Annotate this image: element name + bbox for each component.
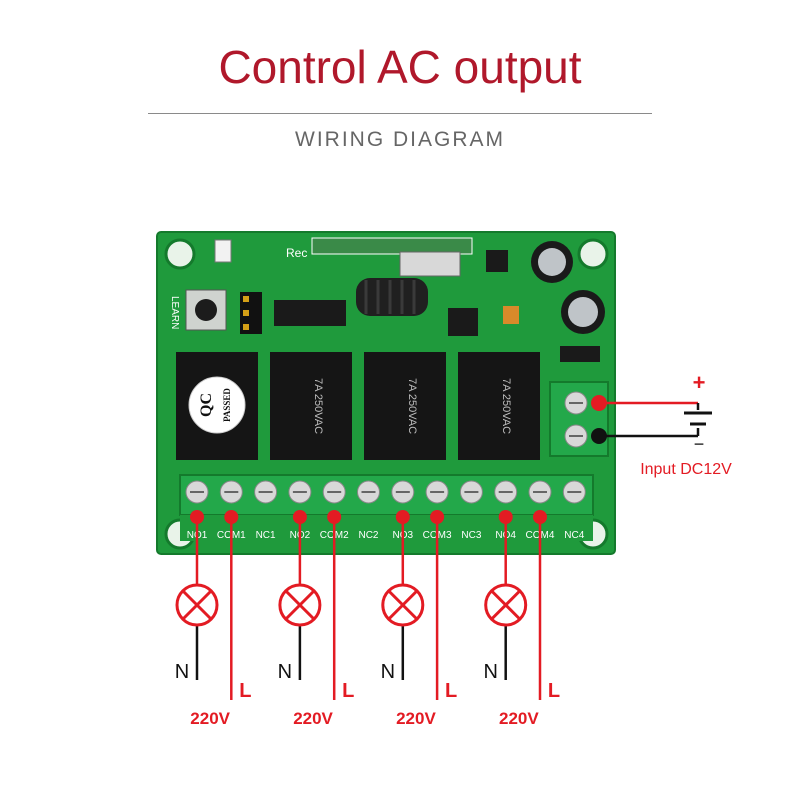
page-subtitle: WIRING DIAGRAM	[295, 128, 505, 151]
dc-power-wiring: + − Input DC12V	[591, 370, 732, 478]
com-terminal-dot	[430, 510, 445, 524]
dc-minus-dot	[591, 428, 607, 444]
voltage-label: 220V	[499, 709, 539, 728]
qc-text: QC	[198, 393, 215, 417]
ic-chip	[448, 308, 478, 336]
terminal-label: NC4	[564, 530, 584, 541]
terminal-label: NC3	[461, 530, 481, 541]
mounting-hole	[164, 238, 196, 270]
com-terminal-dot	[327, 510, 342, 524]
com-terminal-dot	[224, 510, 239, 524]
lamp-icon	[484, 583, 528, 627]
plus-sign: +	[693, 370, 706, 395]
neutral-label: N	[483, 661, 497, 683]
neutral-label: N	[175, 661, 189, 683]
load-circuit-1: N L 220V	[175, 510, 251, 728]
voltage-label: 220V	[293, 709, 333, 728]
relay-4	[458, 352, 540, 460]
learn-label: LEARN	[169, 296, 180, 329]
terminal-label: NC1	[256, 530, 276, 541]
minus-sign: −	[694, 434, 705, 454]
diode	[560, 346, 600, 362]
voltage-label: 220V	[190, 709, 230, 728]
output-terminal-strip	[179, 474, 594, 541]
jumper[interactable]	[240, 292, 262, 334]
neutral-label: N	[381, 661, 395, 683]
learn-button[interactable]	[185, 289, 227, 331]
mounting-hole	[577, 238, 609, 270]
no-terminal-dot	[395, 510, 410, 524]
relay-rating-label: 7A 250VAC	[406, 378, 418, 434]
voltage-label: 220V	[396, 709, 436, 728]
line-label: L	[342, 680, 354, 702]
lamp-icon	[278, 583, 322, 627]
load-circuit-4: N L 220V	[483, 510, 560, 728]
capacitor-small	[503, 306, 519, 324]
terminal-label: NC2	[358, 530, 378, 541]
ic-chip	[274, 300, 346, 326]
relay-3	[364, 352, 446, 460]
load-circuit-3: N L 220V	[381, 510, 457, 728]
receiver-module: Rec	[286, 237, 473, 316]
page-title: Control AC output	[218, 41, 582, 93]
title-divider	[148, 113, 652, 114]
qc-passed-text: PASSED	[222, 388, 232, 422]
relays: 7A 250VAC 7A 250VAC 7A 250VAC	[176, 352, 540, 460]
no-terminal-dot	[292, 510, 307, 524]
dc-plus-dot	[591, 395, 607, 411]
input-dc12v-label: Input DC12V	[640, 461, 732, 478]
capacitors	[531, 241, 605, 334]
power-terminal-block	[549, 381, 609, 457]
line-label: L	[239, 680, 251, 702]
no-terminal-dot	[498, 510, 513, 524]
qc-sticker: QC PASSED	[188, 376, 246, 434]
relay-rating-label: 7A 250VAC	[312, 378, 324, 434]
relay-2	[270, 352, 352, 460]
com-terminal-dot	[533, 510, 547, 524]
receiver-label: Rec	[286, 246, 307, 260]
no-terminal-dot	[190, 510, 204, 524]
relay-board: LEARN Rec	[156, 231, 616, 555]
line-label: L	[548, 680, 560, 702]
lamp-icon	[175, 583, 219, 627]
neutral-label: N	[278, 661, 292, 683]
line-label: L	[445, 680, 457, 702]
regulator	[486, 250, 508, 272]
lamp-icon	[381, 583, 425, 627]
load-wiring: N L 220V N L 220V N L 220V N L 220V	[175, 510, 560, 728]
load-circuit-2: N L 220V	[278, 510, 354, 728]
relay-rating-label: 7A 250VAC	[500, 378, 512, 434]
led-indicator	[214, 239, 232, 263]
